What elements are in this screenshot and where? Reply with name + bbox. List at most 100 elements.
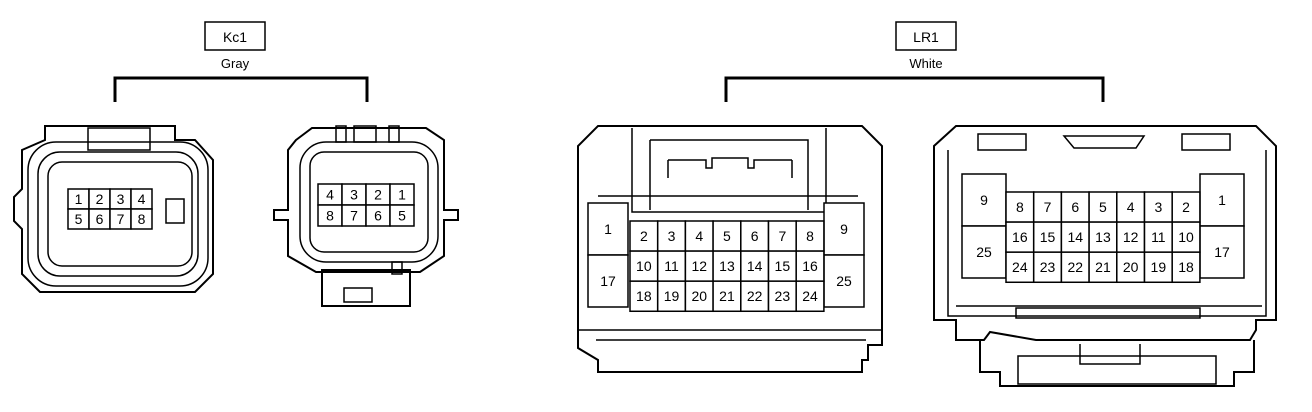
pin-number: 4 — [1127, 199, 1135, 215]
pin-cell: 14 — [740, 250, 770, 282]
pin-cell: 8 — [130, 208, 153, 230]
pin-number: 7 — [778, 228, 786, 244]
pin-cell: 3 — [341, 183, 367, 206]
pin-cell: 13 — [712, 250, 742, 282]
pin-cell-box — [1171, 251, 1201, 284]
pin-cell: 15 — [1032, 221, 1063, 253]
lr1-right-side-cells: 925 117 — [961, 173, 1245, 279]
pin-number: 11 — [664, 258, 679, 274]
pin-number: 9 — [840, 221, 848, 237]
pin-cell: 5 — [67, 208, 90, 230]
pin-cell: 7 — [109, 208, 132, 230]
pin-cell-box — [1060, 251, 1090, 284]
kc1-right-latch-body — [321, 269, 411, 307]
pin-cell-box — [712, 280, 742, 313]
pin-number: 14 — [1067, 229, 1083, 245]
pin-cell-box — [1116, 221, 1146, 253]
pin-number: 21 — [719, 288, 735, 304]
pin-number: 3 — [117, 191, 125, 207]
lr1-right-latch-window — [1017, 355, 1217, 385]
pin-number: 7 — [350, 208, 358, 224]
pin-cell-box — [389, 204, 415, 227]
pin-cell: 24 — [1005, 251, 1035, 284]
kc1-header: Kc1 Gray — [113, 21, 369, 102]
pin-cell: 19 — [1143, 251, 1173, 284]
pin-cell: 21 — [712, 280, 742, 313]
lr1-right-outer-shell — [933, 125, 1277, 341]
pin-cell: 7 — [767, 220, 797, 252]
pin-number: 11 — [1151, 229, 1166, 245]
pin-cell: 7 — [1032, 191, 1063, 223]
kc1-left-inner-ring — [37, 151, 199, 277]
side-pin-cell-box — [823, 202, 865, 256]
pin-number: 19 — [664, 288, 680, 304]
pin-number: 13 — [719, 258, 735, 274]
pin-cell: 7 — [341, 204, 367, 227]
pin-number: 1 — [75, 191, 83, 207]
kc1-right-tab-a — [335, 125, 347, 143]
pin-cell: 3 — [109, 188, 132, 210]
pin-cell: 8 — [317, 204, 343, 227]
pin-number: 7 — [1044, 199, 1052, 215]
lr1-right-inner-frame — [947, 150, 1267, 317]
pin-number: 6 — [751, 228, 759, 244]
pin-cell: 5 — [1088, 191, 1118, 223]
pin-number: 18 — [636, 288, 652, 304]
pin-number: 25 — [976, 244, 992, 260]
pin-cell-box — [656, 280, 687, 313]
pin-cell-box — [1005, 251, 1035, 284]
pin-number: 4 — [138, 191, 146, 207]
side-pin-cell: 17 — [587, 254, 629, 308]
pin-cell: 11 — [656, 250, 687, 282]
lr1-left-lock-frame-outer — [631, 128, 827, 213]
pin-number: 15 — [775, 258, 791, 274]
pin-number: 12 — [691, 258, 707, 274]
pin-number: 16 — [1012, 229, 1028, 245]
lr1-label-box — [895, 21, 957, 51]
kc1-right-latch-stop — [391, 261, 403, 275]
lr1-connector-color: White — [909, 56, 942, 71]
pin-number: 2 — [1182, 199, 1190, 215]
pin-cell: 16 — [1005, 221, 1035, 253]
pin-cell: 8 — [1005, 191, 1035, 223]
pin-number: 1 — [604, 221, 612, 237]
pin-number: 1 — [398, 187, 406, 203]
pin-cell: 14 — [1060, 221, 1090, 253]
kc1-right-tab-b — [353, 125, 377, 143]
pin-cell-box — [1088, 221, 1118, 253]
pin-cell-box — [130, 208, 153, 230]
pin-cell-box — [1088, 251, 1118, 284]
pin-cell: 8 — [795, 220, 825, 252]
pin-number: 3 — [1154, 199, 1162, 215]
pin-cell-box — [1032, 251, 1063, 284]
pin-cell-box — [795, 250, 825, 282]
pin-number: 6 — [374, 208, 382, 224]
pin-number: 25 — [836, 273, 852, 289]
kc1-left-lock-tab — [87, 127, 151, 151]
pin-cell: 13 — [1088, 221, 1118, 253]
pin-cell-box — [684, 220, 714, 252]
kc1-right-latch-window — [343, 287, 373, 303]
pin-number: 12 — [1123, 229, 1139, 245]
pin-cell-box — [740, 280, 770, 313]
pin-cell-box — [767, 280, 797, 313]
pin-cell: 18 — [1171, 251, 1201, 284]
lr1-left-side-cells: 117 925 — [587, 202, 865, 308]
pin-number: 1 — [1218, 192, 1226, 208]
pin-cell: 1 — [67, 188, 90, 210]
pin-cell-box — [1171, 191, 1201, 223]
lr1-right-latch-body — [979, 340, 1255, 387]
kc1-left-housing-face — [47, 161, 193, 267]
kc1-connector-color: Gray — [221, 56, 250, 71]
pin-number: 2 — [96, 191, 104, 207]
pin-number: 9 — [980, 192, 988, 208]
side-pin-cell: 17 — [1199, 225, 1245, 279]
side-pin-cell: 1 — [587, 202, 629, 256]
pin-cell-box — [1143, 251, 1173, 284]
side-pin-cell-box — [587, 254, 629, 308]
pin-number: 18 — [1178, 259, 1194, 275]
pin-cell-box — [656, 220, 687, 252]
pin-cell: 10 — [1171, 221, 1201, 253]
